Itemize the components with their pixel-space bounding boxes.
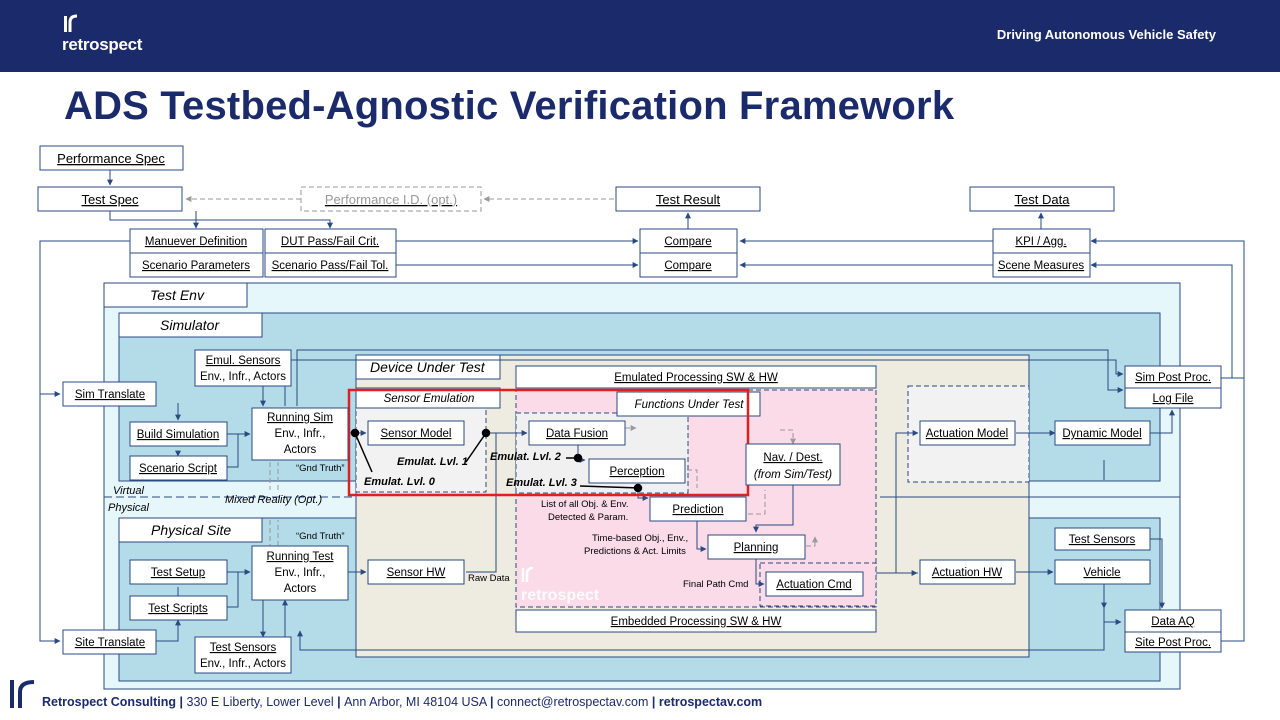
kpi-agg-box: KPI / Agg. bbox=[1015, 236, 1066, 248]
test-env-label: Test Env bbox=[150, 287, 205, 303]
gnd-truth-phys-note: “Gnd Truth” bbox=[296, 531, 345, 542]
dut-pass-fail-box: DUT Pass/Fail Crit. bbox=[281, 236, 379, 248]
running-test-line2: Env., Infr., bbox=[275, 567, 326, 579]
vehicle-box: Vehicle bbox=[1083, 567, 1120, 579]
emulation-level-1: Emulat. Lvl. 1 bbox=[397, 456, 468, 468]
device-under-test-label: Device Under Test bbox=[370, 359, 486, 375]
data-aq-box: Data AQ bbox=[1151, 616, 1195, 628]
performance-spec-box: Performance Spec bbox=[57, 151, 165, 166]
time-based-line1: Time-based Obj., Env., bbox=[592, 533, 688, 544]
site-translate-box: Site Translate bbox=[75, 637, 145, 649]
emulation-levels-highlight bbox=[347, 388, 750, 497]
final-path-cmd-note: Final Path Cmd bbox=[683, 579, 748, 590]
sensor-emulation-label: Sensor Emulation bbox=[384, 393, 475, 405]
scene-measures-box: Scene Measures bbox=[998, 260, 1085, 272]
physical-site-label: Physical Site bbox=[151, 522, 231, 538]
footer-website[interactable]: retrospectav.com bbox=[658, 695, 763, 709]
footer-logo-icon bbox=[10, 680, 35, 708]
test-sensors-subtitle: Env., Infr., Actors bbox=[200, 658, 286, 670]
test-scripts-box: Test Scripts bbox=[148, 603, 208, 615]
test-sensors-title: Test Sensors bbox=[210, 642, 277, 654]
prediction-box: Prediction bbox=[672, 504, 723, 516]
emulation-level-0: Emulat. Lvl. 0 bbox=[364, 476, 436, 488]
test-sensors-right-box: Test Sensors bbox=[1069, 534, 1136, 546]
emulation-level-3: Emulat. Lvl. 3 bbox=[506, 477, 577, 489]
running-sim-line2: Env., Infr., bbox=[275, 428, 326, 440]
functions-under-test-label: Functions Under Test bbox=[635, 399, 745, 411]
page-title: ADS Testbed-Agnostic Verification Framew… bbox=[64, 84, 955, 128]
raw-data-note: Raw Data bbox=[468, 573, 510, 584]
list-objects-line1: List of all Obj. & Env. bbox=[541, 499, 628, 510]
nav-dest-title: Nav. / Dest. bbox=[763, 452, 822, 464]
running-sim-title: Running Sim bbox=[267, 412, 333, 424]
tagline: Driving Autonomous Vehicle Safety bbox=[996, 27, 1216, 42]
footer-contact: Retrospect Consulting | 330 E Liberty, L… bbox=[42, 695, 763, 709]
actuation-hw-box: Actuation HW bbox=[932, 567, 1002, 579]
logo-text: retrospect bbox=[62, 35, 143, 54]
sim-post-proc-box: Sim Post Proc. bbox=[1135, 372, 1211, 384]
footer-address: 330 E Liberty, Lower Level bbox=[186, 695, 334, 709]
time-based-line2: Predictions & Act. Limits bbox=[584, 546, 686, 557]
maneuver-definition-box: Manuever Definition bbox=[145, 236, 247, 248]
test-setup-box: Test Setup bbox=[151, 567, 205, 579]
perception-box: Perception bbox=[610, 466, 665, 478]
scenario-pass-fail-box: Scenario Pass/Fail Tol. bbox=[272, 260, 389, 272]
test-spec-box: Test Spec bbox=[81, 192, 139, 207]
retrospect-logo-icon bbox=[64, 14, 78, 32]
dynamic-model-box: Dynamic Model bbox=[1062, 428, 1141, 440]
actuation-cmd-box: Actuation Cmd bbox=[776, 579, 851, 591]
simulator-label: Simulator bbox=[160, 317, 220, 333]
compare-box-1: Compare bbox=[664, 236, 711, 248]
physical-label: Physical bbox=[108, 502, 150, 514]
emulation-level-2: Emulat. Lvl. 2 bbox=[490, 451, 561, 463]
site-post-proc-box: Site Post Proc. bbox=[1135, 637, 1211, 649]
gnd-truth-sim-note: “Gnd Truth” bbox=[296, 463, 345, 474]
log-file-box: Log File bbox=[1153, 393, 1194, 405]
emulated-processing-label: Emulated Processing SW & HW bbox=[614, 372, 778, 384]
sim-translate-box: Sim Translate bbox=[75, 389, 145, 401]
data-fusion-box: Data Fusion bbox=[546, 428, 608, 440]
emul-sensors-title: Emul. Sensors bbox=[206, 355, 281, 367]
nav-dest-subtitle: (from Sim/Test) bbox=[754, 469, 832, 481]
footer-email[interactable]: connect@retrospectav.com bbox=[496, 695, 649, 709]
running-test-line3: Actors bbox=[284, 583, 317, 595]
list-objects-line2: Detected & Param. bbox=[548, 512, 628, 523]
performance-id-box: Performance I.D. (opt.) bbox=[325, 192, 457, 207]
actuation-model-box: Actuation Model bbox=[926, 428, 1008, 440]
emul-sensors-subtitle: Env., Infr., Actors bbox=[200, 371, 286, 383]
test-data-box: Test Data bbox=[1015, 192, 1071, 207]
footer-city: Ann Arbor, MI 48104 USA bbox=[344, 695, 487, 709]
header-bar: retrospect Driving Autonomous Vehicle Sa… bbox=[0, 0, 1280, 72]
watermark-logo-icon bbox=[521, 566, 534, 582]
embedded-processing-label: Embedded Processing SW & HW bbox=[611, 616, 782, 628]
running-test-title: Running Test bbox=[267, 551, 335, 563]
running-sim-line3: Actors bbox=[284, 444, 317, 456]
mixed-reality-label: Mixed Reality (Opt.) bbox=[225, 494, 323, 506]
planning-box: Planning bbox=[734, 542, 779, 554]
watermark-text: retrospect bbox=[521, 587, 600, 604]
compare-box-2: Compare bbox=[664, 260, 711, 272]
build-simulation-box: Build Simulation bbox=[137, 429, 219, 441]
scenario-script-box: Scenario Script bbox=[139, 463, 218, 475]
footer-company: Retrospect Consulting bbox=[42, 695, 177, 709]
test-result-box: Test Result bbox=[656, 192, 721, 207]
sensor-hw-box: Sensor HW bbox=[387, 567, 446, 579]
scenario-parameters-box: Scenario Parameters bbox=[142, 260, 250, 272]
sensor-model-box: Sensor Model bbox=[381, 428, 452, 440]
virtual-label: Virtual bbox=[113, 485, 145, 497]
